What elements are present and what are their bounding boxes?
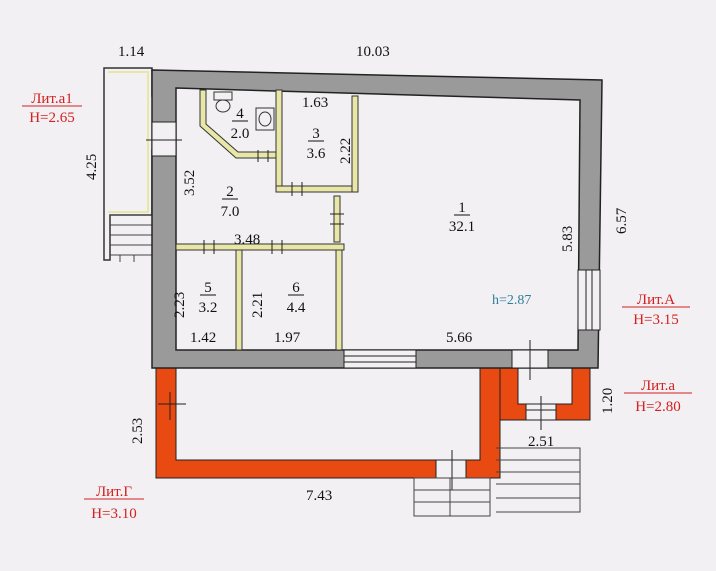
- partitions: [175, 89, 359, 351]
- dim-top-total: 10.03: [356, 44, 390, 60]
- lit-G-name: Лит.Г: [96, 484, 132, 500]
- room-1-number: 1: [458, 200, 466, 216]
- dim-room5-side: 2.23: [172, 292, 188, 318]
- room-3-area: 3.6: [307, 146, 326, 162]
- room-labels: 1 32.1 2 7.0 3 3.6 4 2.0 5 3.2 6 4.4: [199, 106, 476, 316]
- dim-room6-width: 1.97: [274, 330, 301, 346]
- lit-a-name: Лит.а: [641, 378, 675, 394]
- garage-steps: [413, 477, 491, 517]
- vestibule-steps: [496, 447, 581, 513]
- room-1-area: 32.1: [449, 219, 475, 235]
- sink-icon: [255, 107, 275, 131]
- dim-room2-side: 3.52: [182, 170, 198, 196]
- porch-a1: [103, 67, 159, 262]
- lit-A-height: H=3.15: [633, 312, 679, 328]
- dim-porch-top: 1.14: [118, 44, 145, 60]
- dim-partition-width: 3.48: [234, 232, 260, 248]
- room-2-number: 2: [226, 184, 234, 200]
- toilet-icon: [213, 91, 233, 113]
- lit-a1-height: H=2.65: [29, 110, 75, 126]
- dim-garage-side: 2.53: [130, 418, 146, 444]
- liter-labels: Лит.а1 H=2.65 Лит.А H=3.15 Лит.а H=2.80 …: [22, 91, 692, 522]
- dim-room1-width: 5.66: [446, 330, 473, 346]
- room-4-number: 4: [236, 106, 244, 122]
- dim-room6-side: 2.21: [250, 292, 266, 318]
- room-5-number: 5: [204, 280, 212, 296]
- dim-room3-top: 1.63: [302, 95, 328, 111]
- ceiling-height-mark: h=2.87: [492, 293, 531, 308]
- dim-room3-side: 2.22: [338, 138, 354, 164]
- dim-vestibule-width: 2.51: [528, 434, 554, 450]
- room-6-number: 6: [292, 280, 300, 296]
- dim-garage-width: 7.43: [306, 488, 332, 504]
- lit-a-height: H=2.80: [635, 399, 681, 415]
- room-4-area: 2.0: [231, 126, 250, 142]
- vestibule-a-walls: [499, 367, 591, 430]
- lit-A-name: Лит.А: [637, 292, 675, 308]
- dim-porch-side: 4.25: [84, 154, 100, 180]
- room-2-area: 7.0: [221, 204, 240, 220]
- lit-a1-name: Лит.а1: [31, 91, 73, 107]
- main-walls: [146, 69, 603, 380]
- room-3-number: 3: [312, 126, 320, 142]
- lit-G-height: H=3.10: [91, 506, 137, 522]
- dimension-labels: 1.14 10.03 4.25 3.52 3.48 2.23 2.21 1.42…: [84, 44, 630, 504]
- garage-g-walls: [155, 367, 501, 490]
- dim-room1-side: 5.83: [560, 226, 576, 252]
- room-5-area: 3.2: [199, 300, 218, 316]
- dim-right-total: 6.57: [614, 207, 630, 234]
- door-marks: [203, 150, 344, 254]
- dim-room5-width: 1.42: [190, 330, 216, 346]
- dim-vestibule-side: 1.20: [600, 388, 616, 414]
- room-6-area: 4.4: [287, 300, 306, 316]
